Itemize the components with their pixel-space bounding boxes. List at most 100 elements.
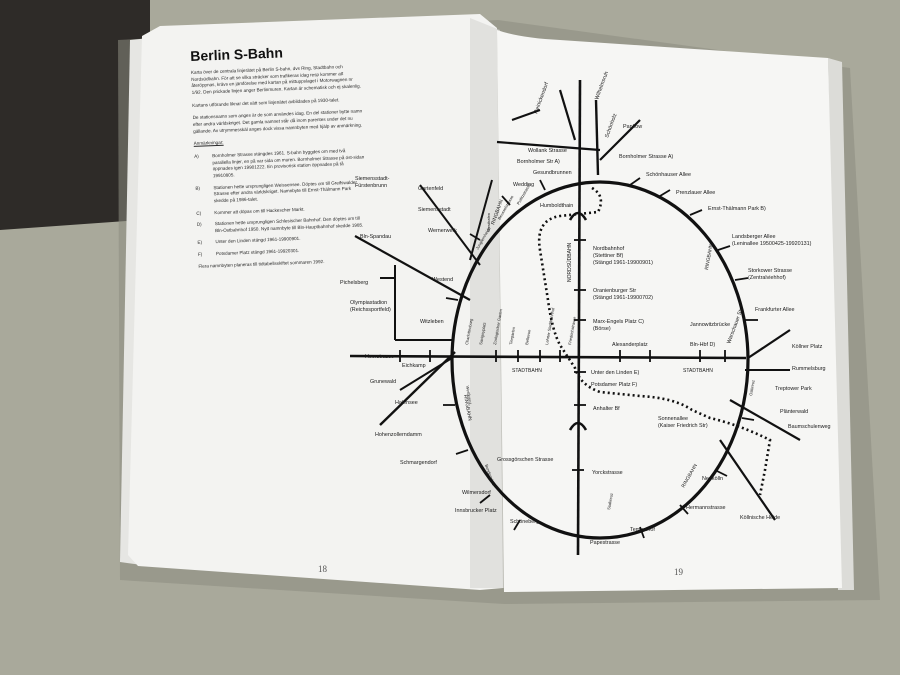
branch-wollank — [496, 140, 601, 152]
label-siemensstadt-f: Siemensstadt-Fürstenbrunn — [355, 176, 390, 189]
label-unter-linden: Unter den Linden E) — [591, 370, 639, 376]
label-gesundbrunnen: Gesundbrunnen — [533, 170, 572, 176]
station-labels: Wilhelmsruh Reinickendorf Schönholz Woll… — [340, 71, 831, 546]
label-savignyplatz: Savignyplatz — [478, 322, 487, 345]
branch-nw — [511, 109, 541, 121]
label-olympia: Olympiastadion(Reichssportfeld) — [350, 300, 391, 313]
note-a: A)Bornholmer Strasse stängdes 1961. S-ba… — [194, 148, 365, 179]
label-thaelmann: Ernst-Thälmann Park B) — [708, 206, 766, 212]
branch-gartenfeld — [469, 179, 493, 261]
label-bornholmer-w: Bornholmer Str A) — [517, 159, 560, 165]
label-tempelhof: Tempelhof — [630, 527, 655, 533]
label-storkower: Storkower Strasse(Zentralviehhof) — [748, 268, 792, 281]
note-d: D)Stationen hette ursprungligen Schlesis… — [196, 215, 364, 233]
label-stadtbahn-east: STADTBAHN — [683, 368, 713, 374]
paragraph-3: De stationsnamn som anges är de som anvä… — [192, 108, 363, 134]
right-page — [497, 30, 842, 592]
s-bahn-map — [349, 79, 801, 556]
left-page-content: Berlin S-Bahn Karta över de centrala lin… — [190, 41, 369, 276]
label-ostbahnhof: Bln-Hbf D) — [690, 342, 715, 348]
ring-station-ticks — [443, 177, 758, 539]
label-marxengels: Marx-Engels Platz C)(Börse) — [593, 319, 644, 332]
label-potsdamer: Potsdamer Platz F) — [591, 382, 637, 388]
label-friedrichstrasse: Friedrichstrasse — [567, 316, 577, 346]
label-prenzlauer: Prenzlauer Allee — [676, 190, 715, 196]
label-koellnerplatz: Köllner Platz — [792, 344, 823, 350]
label-koellnische: Köllnische Heide — [740, 515, 780, 521]
label-neukoelln: Neukölln — [702, 476, 723, 482]
note-f: F)Potsdamer Platz stängd 1961-19920301. — [197, 248, 300, 257]
branch-baumschulenweg — [729, 399, 801, 441]
dark-object — [0, 0, 150, 230]
tunnel-symbol-south — [568, 421, 588, 431]
label-schoenhauser: Schönhauser Allee — [646, 172, 691, 178]
label-anhalter: Anhalter Bf — [593, 406, 620, 412]
branch-koellner — [747, 329, 791, 359]
label-wilmersdorf: Wilmersdorf — [462, 490, 491, 496]
notes-heading: Anmärkningar: — [193, 140, 224, 147]
footer-note: Flera namnbyten planeras till tidtabells… — [198, 258, 325, 269]
branch-spandau — [354, 235, 471, 301]
label-wollank: Wollank Strasse — [528, 148, 567, 154]
label-ringbahn-ne: RINGBAHN — [704, 243, 715, 270]
left-page — [128, 14, 503, 590]
label-baumschulenweg: Baumschulenweg — [788, 424, 831, 430]
label-tiergarten: Tiergarten — [508, 326, 516, 345]
label-schoeneberg: Schöneberg — [510, 519, 539, 525]
label-charlottenburg: Charlottenburg — [464, 318, 474, 345]
label-grossgoerschen: Grossgörschen Strasse — [497, 457, 553, 463]
branch-eichkamp — [399, 357, 453, 391]
label-westkreuz: Westkreuz — [465, 385, 473, 404]
note-c: C)Kommer att döpas om till Hackescher Ma… — [196, 206, 305, 216]
label-grunewald: Grunewald — [370, 379, 396, 385]
branch-koellnische — [719, 439, 776, 521]
label-zoologischer: Zoologischer Garten — [492, 309, 503, 346]
label-gartenfeld: Gartenfeld — [418, 186, 443, 192]
label-plaenterwald: Plänterwald — [780, 409, 808, 415]
page-number-right: 19 — [674, 567, 684, 577]
page-number-left: 18 — [318, 564, 328, 574]
branch-pankow — [599, 119, 641, 161]
nordsuedbahn-line — [576, 79, 582, 556]
label-hohenzollerndamm: Hohenzollerndamm — [375, 432, 422, 438]
label-nordbahnhof: Nordbahnhof(Stettiner Bf)(Stängd 1961-19… — [593, 246, 653, 266]
label-wernerwerk: Wernerwerk — [428, 228, 457, 234]
label-jannowitz: Jannowitzbrücke — [690, 322, 730, 328]
label-suedkreuz: Südkreuz — [606, 493, 614, 511]
label-stadtbahn-west: STADTBAHN — [512, 368, 542, 374]
intro-paragraph: Karta över de centrala linjerätet på Ber… — [190, 64, 361, 95]
paragraph-2: Kartans utförande liknar det sätt som li… — [192, 96, 340, 108]
label-treptower: Treptower Park — [775, 386, 812, 392]
note-e: E)Unter den Linden stängd 1961-19900901. — [197, 236, 301, 246]
nordsued-ticks — [572, 239, 586, 471]
branch-reinickendorf — [558, 89, 577, 141]
label-sonnenallee: Sonnenallee(Kaiser Friedrich Str) — [658, 416, 708, 429]
branch-siemensstadt — [419, 184, 481, 266]
ring-line — [450, 180, 750, 540]
label-lehrter: Lehrter Stadtbahnhof — [544, 306, 556, 345]
label-bellevue: Bellevue — [524, 328, 532, 345]
label-spandau: Bln-Spandau — [360, 234, 391, 240]
label-siemensstadt: Siemensstadt — [418, 207, 451, 213]
label-humboldthain: Humboldthain — [540, 203, 573, 209]
note-b: B)Stationen hette ursprungligen Weissens… — [195, 179, 358, 204]
label-bornholmer-e: Bornholmer Strasse A) — [619, 154, 673, 160]
label-innsbrucker: Innsbrucker Platz — [455, 508, 497, 514]
label-pichelsberg: Pichelsberg — [340, 280, 368, 286]
label-landsberger: Landsberger Allee(Leninallee 19500425-19… — [732, 234, 812, 247]
label-nordsuedbahn: NORDSÜDBAHN — [566, 242, 573, 282]
label-eichkamp: Eichkamp — [402, 363, 426, 369]
label-westhafen: Westhafen — [486, 213, 491, 232]
label-schmargendorf: Schmargendorf — [400, 460, 437, 466]
label-yorckstrasse: Yorckstrasse — [592, 470, 623, 476]
tunnel-symbol-north — [568, 211, 588, 221]
label-ringbahn-w: RINGBAHN — [462, 394, 473, 421]
gutter-shadow — [470, 18, 504, 588]
branch-north-1 — [594, 99, 600, 176]
label-wedding: Wedding — [513, 182, 534, 188]
stadtbahn-ticks — [399, 350, 726, 362]
label-frankfurter: Frankfurter Allee — [755, 307, 795, 313]
label-witzleben: Witzleben — [420, 319, 444, 325]
label-halensee: Halensee — [395, 400, 418, 406]
